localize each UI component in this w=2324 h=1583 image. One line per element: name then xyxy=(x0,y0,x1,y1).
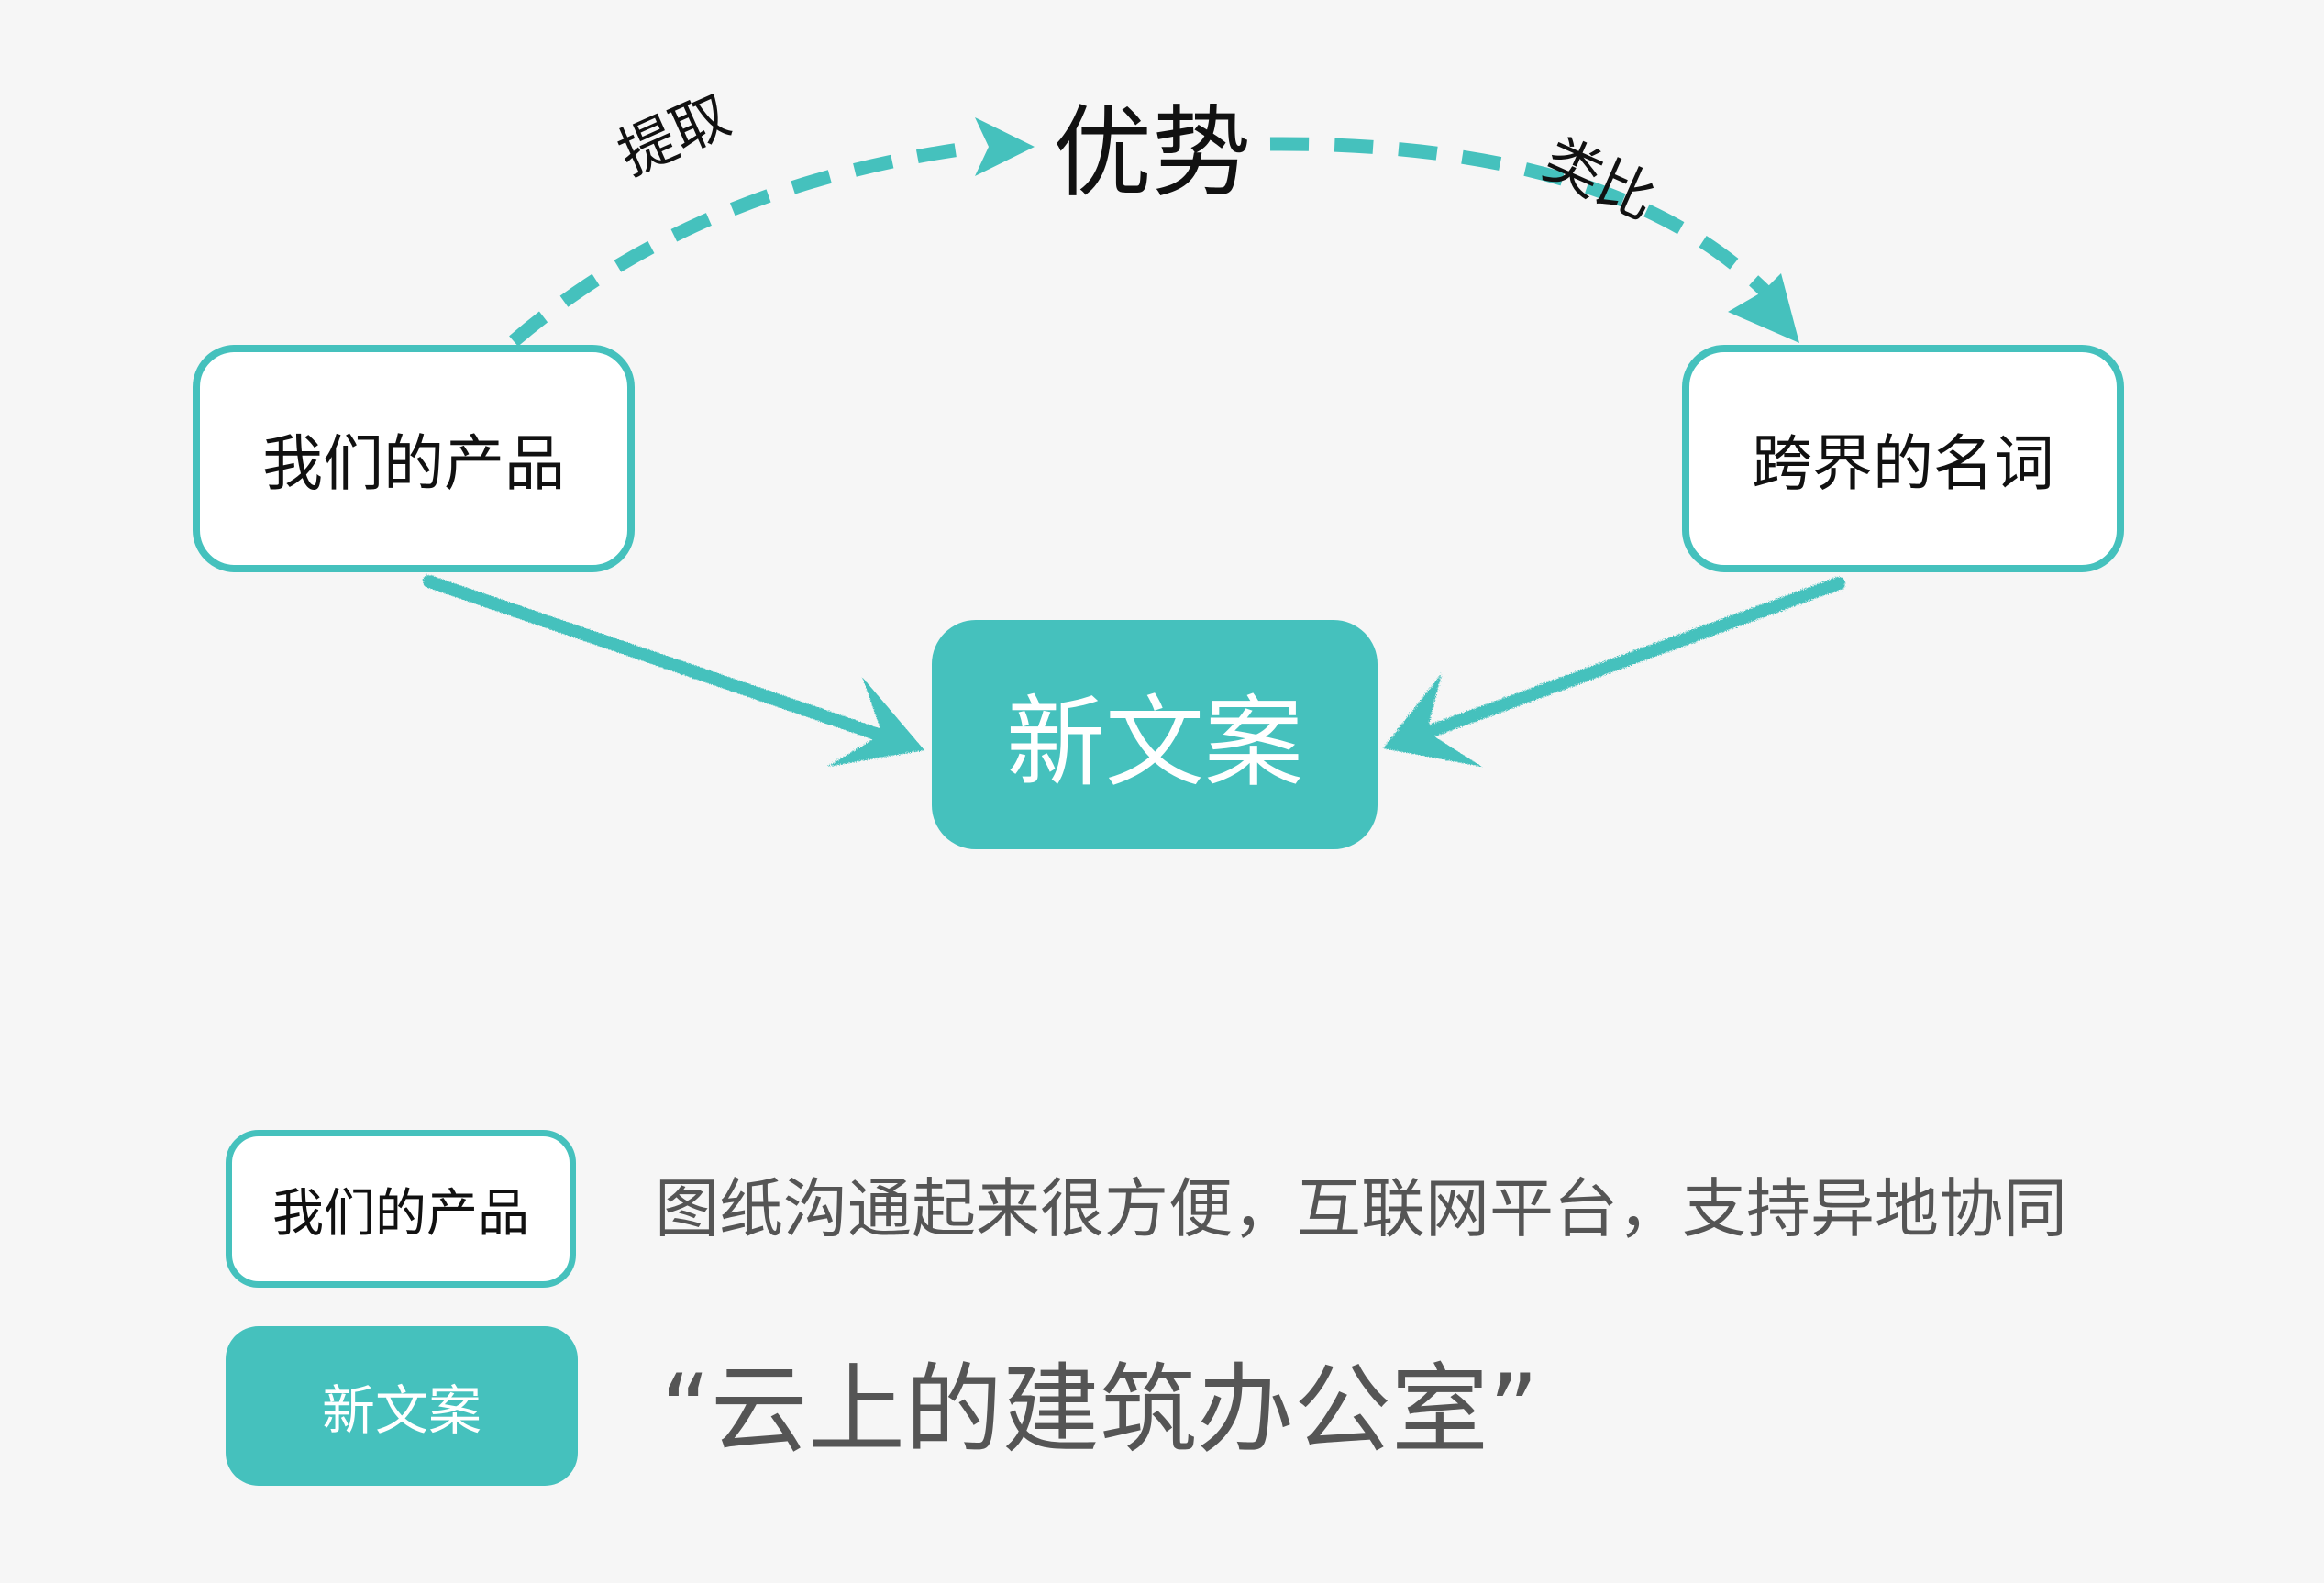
node-new-copy: 新文案 xyxy=(932,620,1378,849)
legend-copy-label: 新文案 xyxy=(321,1379,481,1442)
analogy-arrow-line xyxy=(1269,137,1771,297)
node-new-copy-label: 新文案 xyxy=(1005,686,1303,801)
node-product: 我们的产品 xyxy=(193,345,635,572)
node-cross-term: 跨界的名词 xyxy=(1682,345,2124,572)
extract-arrow-line xyxy=(509,139,980,347)
legend-copy-description: “云上的建筑办公室” xyxy=(660,1354,1539,1467)
legend-copy-box: 新文案 xyxy=(226,1326,578,1486)
term-to-copy-arrow xyxy=(1383,577,1845,767)
node-product-label: 我们的产品 xyxy=(262,428,565,499)
legend-product-box: 我们的产品 xyxy=(226,1130,576,1288)
node-advantage: 优势 xyxy=(1053,96,1252,211)
extract-arrowhead xyxy=(975,117,1035,176)
analogy-arrowhead xyxy=(1728,273,1799,343)
node-cross-term-label: 跨界的名词 xyxy=(1752,428,2054,499)
legend-product-description: 图纸沟通起来很方便，互联网平台，支持异地协同 xyxy=(655,1171,2067,1246)
product-to-copy-arrow xyxy=(423,575,924,767)
legend-product-label: 我们的产品 xyxy=(272,1183,529,1244)
